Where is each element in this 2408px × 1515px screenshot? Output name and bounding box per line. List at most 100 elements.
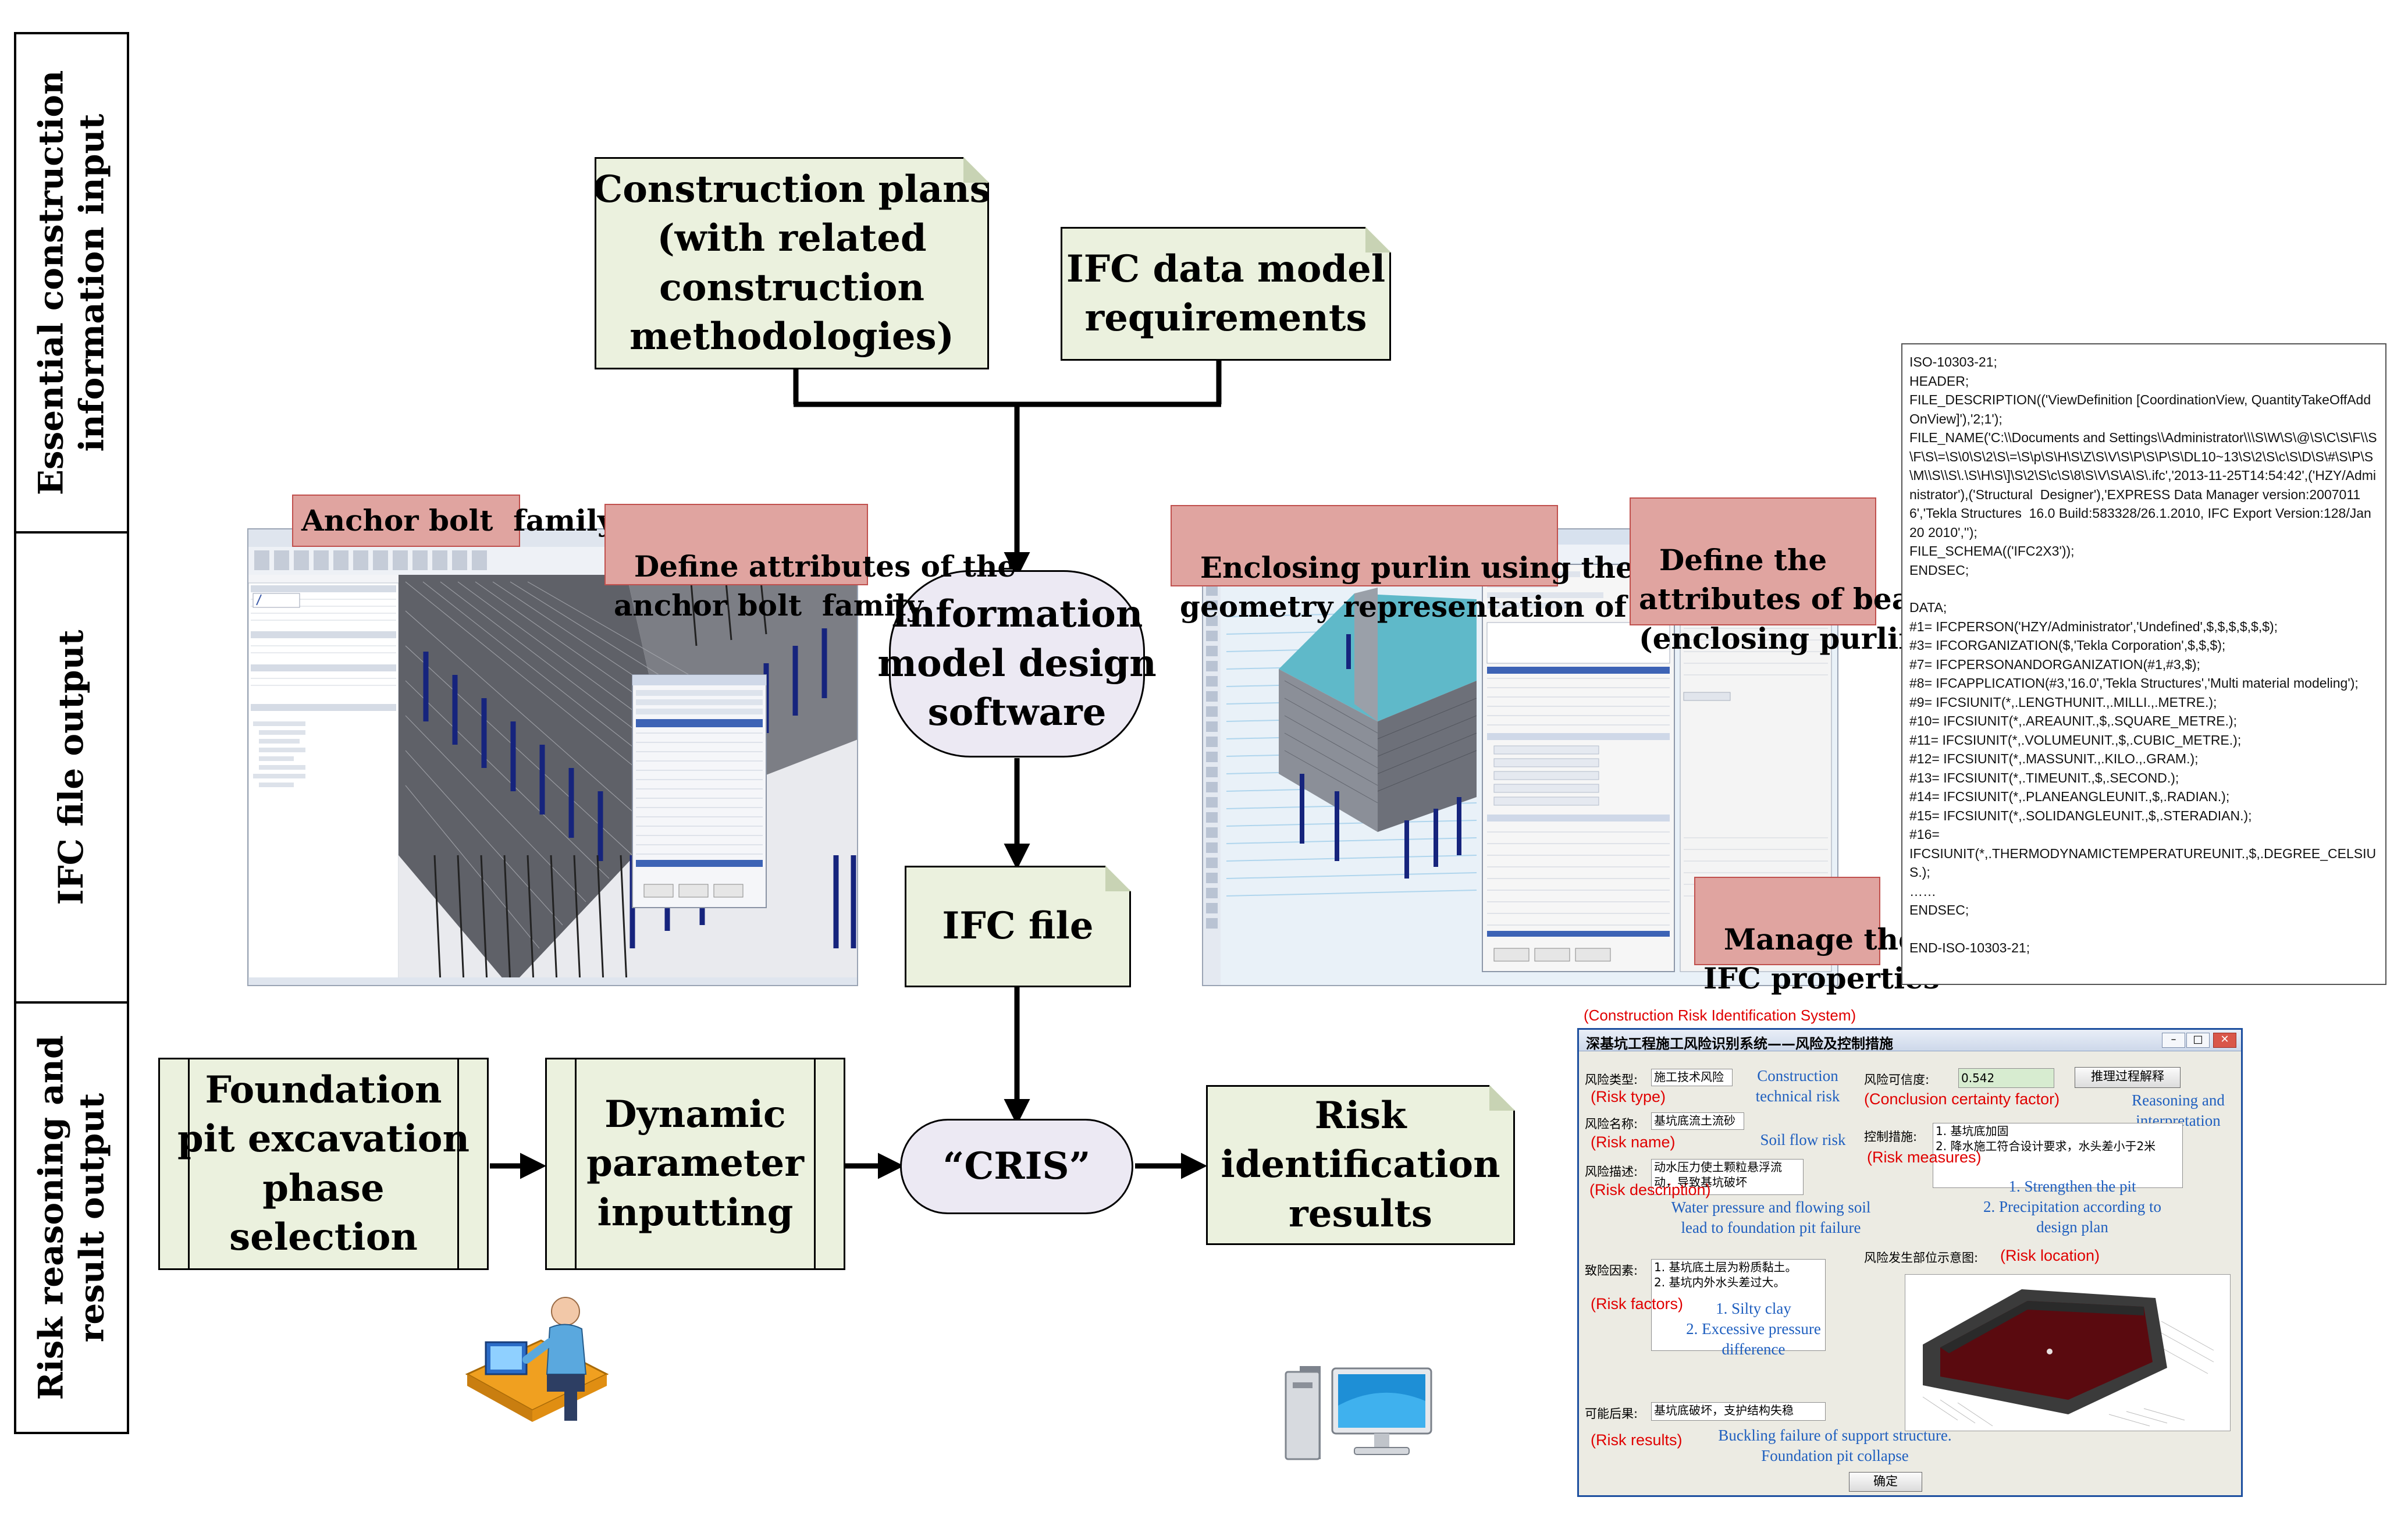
silty-clay-note: 1. Silty clay 2. Excessive pressure diff…	[1686, 1300, 1821, 1358]
window-title: 深基坑工程施工风险识别系统——风险及控制措施	[1586, 1036, 1893, 1052]
ifc-line: #8= IFCAPPLICATION(#3,'16.0','Tekla Stru…	[1909, 675, 2359, 691]
ifc-line: #10= IFCSIUNIT(*,.AREAUNIT.,$,.SQUARE_ME…	[1909, 713, 2237, 728]
plans-join-lines	[793, 361, 1222, 407]
risk-description-label: 风险描述:	[1585, 1165, 1638, 1179]
water-pressure-note: Water pressure and flowing soil lead to …	[1671, 1199, 1871, 1237]
measures-field[interactable]: 1. 基坑底加固 2. 降水施工符合设计要求，水头差小于2米	[1933, 1123, 2183, 1188]
ifc-line: #1= IFCPERSON('HZY/Administrator','Undef…	[1909, 618, 2278, 634]
callout-text: Anchor bolt family	[301, 503, 615, 538]
ifc-line: FILE_NAME('C:\\Documents and Settings\\A…	[1909, 430, 2377, 540]
callout-text: Define attributes of the anchor bolt fam…	[614, 549, 1016, 623]
phase-label: Essential construction information input	[31, 70, 111, 496]
risk-factors-tag: (Risk factors)	[1591, 1295, 1684, 1313]
soil-flow-note: Soil flow risk	[1760, 1131, 1846, 1148]
ifc-line: #16=	[1909, 827, 1940, 842]
ifc-line: #13= IFCSIUNIT(*,.TIMEUNIT.,$,.SECOND.);	[1909, 770, 2179, 785]
callout-define-anchor: Define attributes of the anchor bolt fam…	[604, 504, 1016, 623]
close-icon[interactable]: ✕	[2213, 1033, 2236, 1048]
ifc-line: ……	[1909, 883, 1936, 899]
ifc-line: #15= IFCSIUNIT(*,.SOLIDANGLEUNIT.,$,.STE…	[1909, 808, 2252, 823]
user-at-computer-icon	[465, 1297, 609, 1422]
ifc-requirements-box: IFC data model requirements	[1061, 227, 1391, 361]
ifc-line: ENDSEC;	[1909, 902, 1969, 917]
callout-anchor-bolt: Anchor bolt family	[292, 495, 614, 547]
ifc-line: ISO-10303-21;	[1909, 354, 1997, 369]
window-titlebar: 深基坑工程施工风险识别系统——风险及控制措施 – □ ✕	[1579, 1030, 2241, 1052]
ifc-line	[1909, 579, 2378, 598]
location-diagram	[1905, 1274, 2231, 1431]
risk-description-tag: (Risk description)	[1589, 1181, 1711, 1199]
reasoning-button[interactable]: 推理过程解释	[2075, 1067, 2181, 1088]
ifc-line: ENDSEC;	[1909, 562, 1969, 578]
box-text: Foundation pit excavation phase selectio…	[177, 1068, 469, 1259]
info-model-software-oval: Information model design software	[877, 570, 1157, 758]
callout-manage-ifc: Manage the IFC properties	[1694, 877, 1940, 995]
maximize-icon[interactable]: □	[2186, 1033, 2210, 1048]
ifc-line: END-ISO-10303-21;	[1909, 940, 2030, 955]
desktop-computer-icon	[1285, 1366, 1432, 1460]
construction-plans-box: Construction plans (with related constru…	[595, 157, 989, 369]
ifc-line: FILE_DESCRIPTION(('ViewDefinition [Coord…	[1909, 392, 2371, 426]
box-text: Risk identification results	[1221, 1093, 1500, 1236]
location-label: 风险发生部位示意图:	[1864, 1251, 1979, 1265]
box-text: Dynamic parameter inputting	[586, 1092, 804, 1235]
ok-button[interactable]: 确定	[1849, 1472, 1922, 1492]
buckling-note: Buckling failure of support structure. F…	[1718, 1427, 1952, 1465]
cris-window: 深基坑工程施工风险识别系统——风险及控制措施 – □ ✕ 风险类型: 施工技术风…	[1577, 1028, 2243, 1497]
risk-type-label: 风险类型:	[1585, 1073, 1638, 1087]
pit-diagram-image	[1922, 1289, 2214, 1427]
minimize-icon[interactable]: –	[2162, 1033, 2185, 1048]
callout-text: Define the attributes of beam (enclosing…	[1639, 542, 1944, 656]
revit-view-image	[248, 529, 857, 985]
ifc-line: DATA;	[1909, 600, 1947, 615]
ifc-line: FILE_SCHEMA(('IFC2X3'));	[1909, 543, 2075, 559]
ifc-line: #14= IFCSIUNIT(*,.PLANEANGLEUNIT.,$,.RAD…	[1909, 789, 2230, 804]
risk-results-box: Risk identification results	[1206, 1085, 1515, 1245]
risk-name-field[interactable]: 基坑底流土流砂	[1651, 1112, 1744, 1130]
risk-factors-label: 致险因素:	[1585, 1264, 1638, 1278]
risk-description-field[interactable]: 动水压力使土颗粒悬浮流动，导致基坑破坏	[1651, 1159, 1804, 1195]
oval-text: Information model design software	[877, 592, 1157, 735]
certainty-label: 风险可信度:	[1864, 1073, 1930, 1087]
ifc-line: HEADER;	[1909, 373, 1969, 389]
measures-label: 控制措施:	[1864, 1130, 1918, 1144]
possible-result-label: 可能后果:	[1585, 1407, 1638, 1421]
risk-type-tag: (Risk type)	[1591, 1088, 1666, 1105]
box-text: IFC data model requirements	[1066, 247, 1386, 340]
ifc-file-text: ISO-10303-21; HEADER; FILE_DESCRIPTION((…	[1901, 343, 2386, 985]
ifc-line: #11= IFCSIUNIT(*,.VOLUMEUNIT.,$,.CUBIC_M…	[1909, 732, 2242, 748]
certainty-field[interactable]: 0.542	[1958, 1068, 2054, 1088]
dynamic-parameter-box: Dynamic parameter inputting	[545, 1058, 845, 1270]
risk-factors-field[interactable]: 1. 基坑底土层为粉质黏土。 2. 基坑内外水头差过大。	[1651, 1259, 1826, 1351]
box-text: Construction plans (with related constru…	[593, 167, 991, 358]
callout-define-beam: Define the attributes of beam (enclosing…	[1630, 497, 1944, 656]
location-tag: (Risk location)	[2000, 1247, 2100, 1264]
box-text: IFC file	[942, 904, 1094, 948]
ifc-line	[1909, 920, 2378, 938]
oval-text: “CRIS”	[942, 1144, 1091, 1188]
ifc-line: #12= IFCSIUNIT(*,.MASSUNIT.,.KILO.,.GRAM…	[1909, 751, 2199, 766]
risk-name-tag: (Risk name)	[1591, 1133, 1676, 1151]
ifc-line: #9= IFCSIUNIT(*,.LENGTHUNIT.,.MILLI.,.ME…	[1909, 694, 2217, 710]
ifc-line: IFCSIUNIT(*,.THERMODYNAMICTEMPERATUREUNI…	[1909, 845, 2377, 880]
cris-system-label: (Construction Risk Identification System…	[1584, 1007, 1856, 1024]
certainty-tag: (Conclusion certainty factor)	[1864, 1090, 2060, 1108]
possible-result-field[interactable]: 基坑底破坏，支护结构失稳	[1651, 1402, 1826, 1421]
foundation-pit-box: Foundation pit excavation phase selectio…	[158, 1058, 489, 1270]
construction-risk-note: Construction technical risk	[1755, 1067, 1840, 1105]
risk-results-tag: (Risk results)	[1591, 1431, 1683, 1449]
phase-information-input: Essential construction information input	[14, 32, 129, 534]
phase-label: Risk reasoning and result output	[31, 1035, 111, 1400]
cris-oval: “CRIS”	[900, 1119, 1133, 1214]
ifc-line: #7= IFCPERSONANDORGANIZATION(#1,#3,$);	[1909, 656, 2200, 672]
risk-type-field[interactable]: 施工技术风险	[1651, 1069, 1733, 1086]
measures-tag: (Risk measures)	[1867, 1148, 1982, 1166]
ifc-line: #3= IFCORGANIZATION($,'Tekla Corporation…	[1909, 638, 2226, 653]
phase-label: IFC file output	[51, 630, 91, 905]
callout-enclosing-purlin: Enclosing purlin using the same geometry…	[1171, 505, 1729, 624]
risk-name-label: 风险名称:	[1585, 1117, 1638, 1131]
ifc-file-box: IFC file	[905, 866, 1131, 987]
revit-screenshot	[247, 528, 858, 986]
phase-ifc-output: IFC file output	[14, 531, 129, 1004]
strengthen-note: 1. Strengthen the pit 2. Precipitation a…	[1983, 1178, 2161, 1236]
